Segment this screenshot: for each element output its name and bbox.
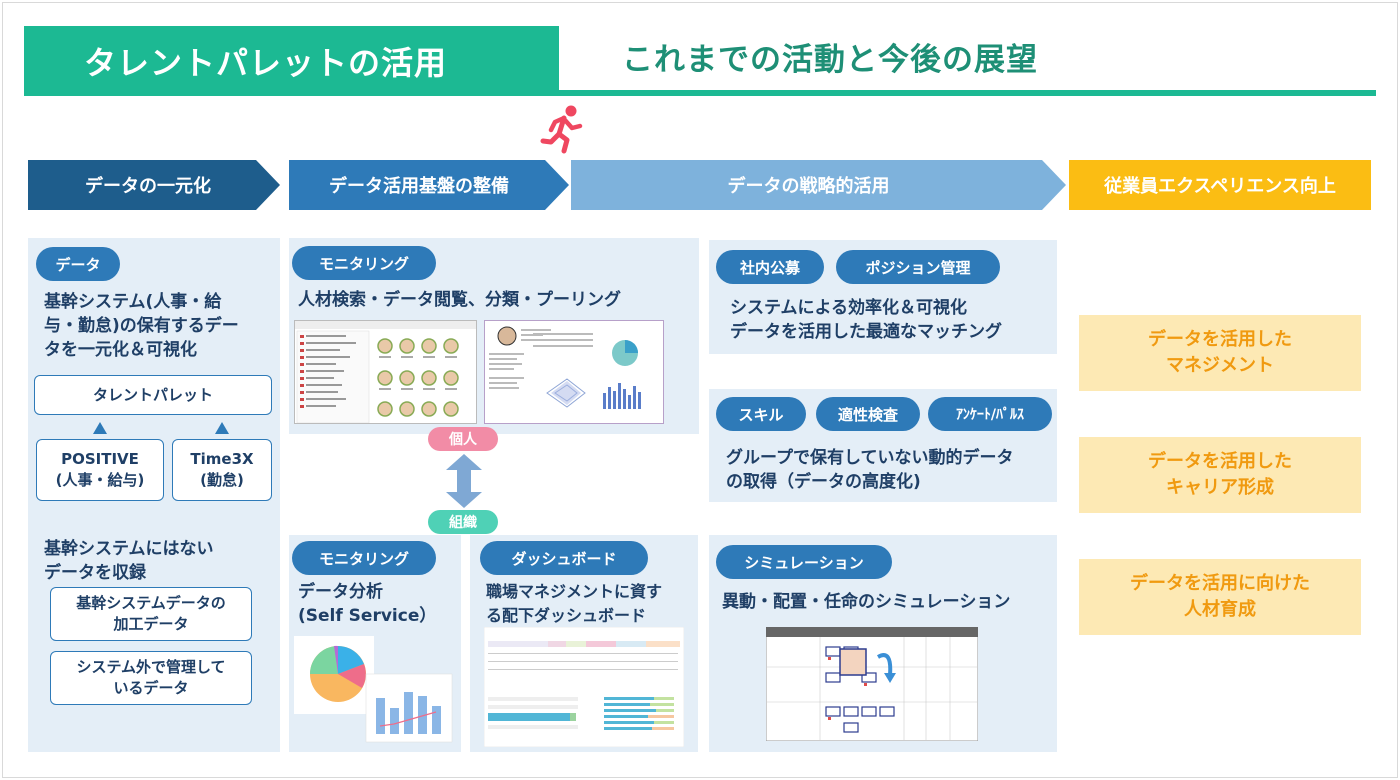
time3x-source-box: Time3X(勤怠): [172, 439, 272, 501]
double-arrow-icon: [446, 454, 482, 508]
recruitment-description: システムによる効率化＆可視化データを活用した最適なマッチング: [730, 298, 1002, 342]
talent-search-screenshot: [294, 320, 477, 424]
simulation-thumbnail: [766, 627, 978, 741]
employee-profile-screenshot: [484, 320, 664, 424]
page-subtitle: これまでの活動と今後の展望: [622, 42, 1038, 78]
page-title: タレントパレットの活用: [24, 26, 559, 96]
simulation-description: 異動・配置・任命のシミュレーション: [722, 592, 1011, 612]
dashboard-thumbnail: [484, 627, 684, 747]
stage-1-arrow: データの一元化: [28, 160, 280, 210]
simulation-pill: シミュレーション: [716, 545, 892, 579]
data-analysis-description: データ分析(Self Service）: [298, 582, 437, 626]
dynamic-data-description: グループで保有していない動的データの取得（データの高度化): [726, 448, 1014, 492]
title-underline: [24, 90, 1376, 96]
internal-recruitment-pill: 社内公募: [716, 250, 824, 284]
individual-tag: 個人: [428, 427, 498, 451]
arrow-up-icon: [215, 422, 229, 434]
monitoring-pill: モニタリング: [292, 246, 436, 280]
external-data-box: システム外で管理しているデータ: [50, 651, 252, 705]
talent-palette-box: タレントパレット: [34, 375, 272, 415]
career-goal-box: データを活用したキャリア形成: [1079, 437, 1361, 513]
positive-source-box: POSITIVE(人事・給与): [36, 439, 164, 501]
extra-data-description: 基幹システムにはないデータを収録: [44, 539, 214, 583]
data-pill: データ: [36, 247, 120, 281]
monitoring-description: 人材検索・データ閲覧、分類・プーリング: [298, 290, 621, 310]
survey-pulse-pill: ｱﾝｹｰﾄ/ﾊﾟﾙｽ: [928, 397, 1052, 431]
position-management-pill: ポジション管理: [836, 250, 1000, 284]
talent-development-goal-box: データを活用に向けた人材育成: [1079, 559, 1361, 635]
monitoring-org-pill: モニタリング: [292, 541, 436, 575]
self-service-chart-thumbnail: [294, 636, 453, 743]
management-goal-box: データを活用したマネジメント: [1079, 315, 1361, 391]
arrow-up-icon: [93, 422, 107, 434]
organization-tag: 組織: [428, 510, 498, 534]
stage-3-arrow: データの戦略的活用: [571, 160, 1066, 210]
dashboard-description: 職場マネジメントに資する配下ダッシュボード: [486, 582, 663, 625]
stage-4-box: 従業員エクスペリエンス向上: [1069, 160, 1371, 210]
stage-2-arrow: データ活用基盤の整備: [289, 160, 569, 210]
dashboard-pill: ダッシュボード: [480, 541, 648, 575]
skill-pill: スキル: [716, 397, 806, 431]
processed-data-box: 基幹システムデータの加工データ: [50, 587, 252, 641]
aptitude-test-pill: 適性検査: [816, 397, 920, 431]
unification-description: 基幹システム(人事・給与・勤怠)の保有するデータを一元化＆可視化: [44, 292, 239, 360]
runner-icon: [540, 105, 583, 154]
